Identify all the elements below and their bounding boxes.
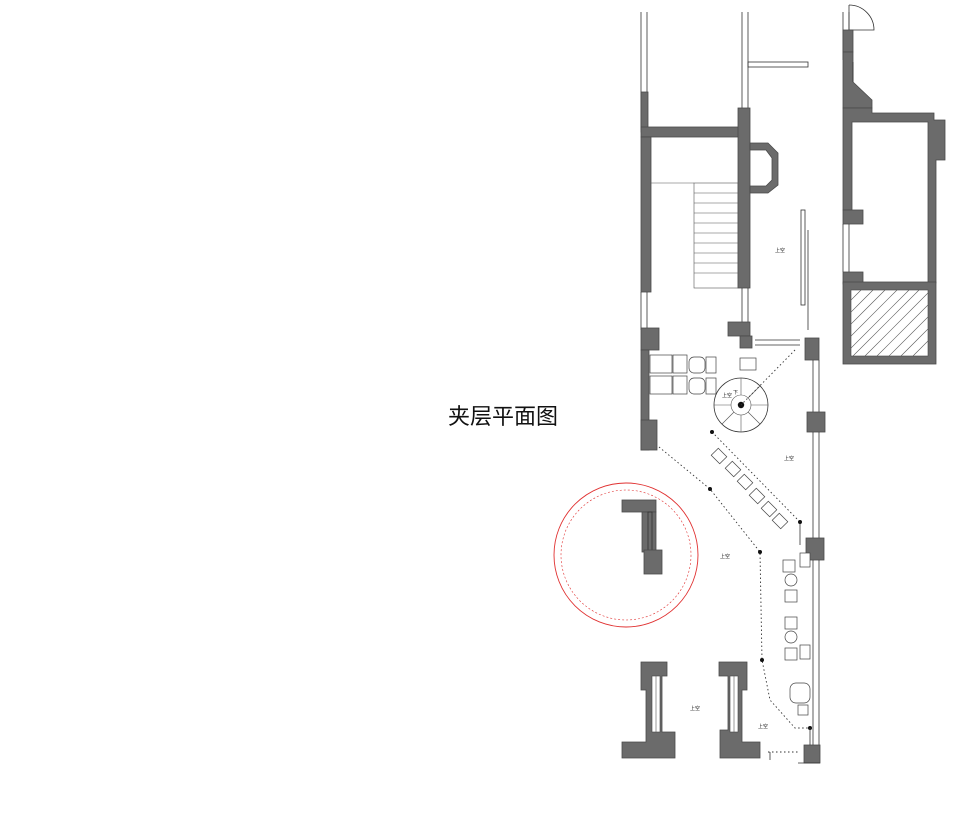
void-label: 上空 xyxy=(722,392,732,399)
void-label: 上空 xyxy=(758,723,768,730)
railings xyxy=(658,349,812,760)
upper-stair-block xyxy=(640,12,809,330)
mezzanine-walls xyxy=(640,321,826,764)
void-label: 上空 xyxy=(720,553,730,560)
bottom-piers xyxy=(621,661,761,759)
void-label: 上空 xyxy=(775,247,785,254)
detail-callout xyxy=(553,482,699,628)
void-labels: 上空 上空 上空 上空 上空 上空 xyxy=(690,247,794,730)
void-label: 上空 xyxy=(690,705,700,712)
hatch-lines xyxy=(851,290,928,356)
upper-right-block xyxy=(842,4,946,365)
bar-seats xyxy=(710,447,789,530)
void-label: 上空 xyxy=(784,455,794,462)
lounge-furniture xyxy=(649,354,757,395)
stair-treads xyxy=(694,192,738,274)
counter-seats xyxy=(782,552,811,716)
plan-title: 夹层平面图 xyxy=(448,405,558,430)
down-label: 下 xyxy=(733,390,738,396)
